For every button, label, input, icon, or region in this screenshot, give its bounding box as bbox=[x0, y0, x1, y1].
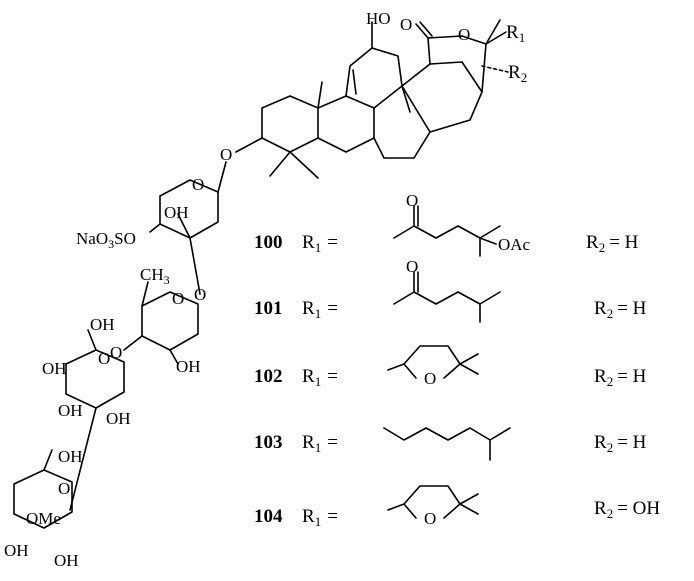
sugar-2-link bbox=[123, 335, 143, 351]
r2-eq: R2= H bbox=[586, 232, 639, 255]
ring-o-label: O bbox=[458, 25, 470, 44]
r1-eq: R1= bbox=[302, 506, 338, 529]
sugar-4-oh-top: OH bbox=[58, 447, 83, 466]
r1-eq: R1= bbox=[302, 232, 338, 255]
r2-eq: R2= H bbox=[594, 432, 647, 455]
compound-103: 103 R1= R2= H bbox=[254, 427, 647, 461]
triterpene-core: HO O O R1 R2 O bbox=[220, 9, 527, 179]
r1-structure-101 bbox=[393, 271, 501, 323]
r2-bond bbox=[481, 65, 509, 73]
ring-o-label: O bbox=[424, 369, 436, 388]
sugar-4-oh-left: OH bbox=[4, 541, 29, 560]
r2-eq: R2= OH bbox=[594, 498, 660, 521]
r1-eq: R1= bbox=[302, 432, 338, 455]
ring-o-label: O bbox=[424, 509, 436, 528]
r2-label: R2 bbox=[508, 62, 527, 85]
sugar-1-down bbox=[189, 237, 201, 295]
oxo-label: O bbox=[406, 191, 418, 210]
ring-e-upper bbox=[427, 35, 487, 93]
sugar-1-so3 bbox=[149, 223, 161, 233]
sugar-3-link bbox=[69, 407, 97, 511]
methyl-2 bbox=[401, 85, 411, 113]
compound-102: 102 R1= O R2= H bbox=[254, 345, 647, 389]
r1-structure-100 bbox=[393, 205, 501, 257]
ring-d bbox=[373, 85, 431, 159]
compound-100: 100 R1= O OAc R2= H bbox=[254, 191, 639, 257]
compound-number: 103 bbox=[254, 432, 283, 453]
r1-structure-104 bbox=[387, 485, 479, 519]
sugar-2-oh-label: OH bbox=[176, 357, 201, 376]
ring-b bbox=[317, 95, 375, 153]
sugar-2-oh bbox=[169, 349, 179, 365]
sugar-chain: O OH NaO3SO O CH3 O OH O OH O OH OH OH O… bbox=[4, 161, 227, 570]
ch3-label: CH3 bbox=[140, 265, 170, 287]
hydroxyl-label: HO bbox=[366, 9, 391, 28]
r1-bond bbox=[485, 31, 507, 45]
compound-101: 101 R1= O R2= H bbox=[254, 257, 647, 323]
sugar-1-link bbox=[217, 161, 227, 193]
sugar-2-ch3 bbox=[141, 281, 149, 307]
methyl-1 bbox=[317, 81, 323, 109]
compound-number: 100 bbox=[254, 232, 283, 253]
r1-label: R1 bbox=[506, 22, 525, 45]
methyl-3 bbox=[269, 151, 291, 177]
sugar-3-oh-right: OH bbox=[106, 409, 131, 428]
double-bond bbox=[352, 69, 357, 95]
oxo-label: O bbox=[406, 257, 418, 276]
sugar-4-oh-right: OH bbox=[54, 551, 79, 570]
ring-a bbox=[261, 95, 319, 153]
sugar-link-o-1: O bbox=[194, 285, 206, 304]
sugar-1-oh-label: OH bbox=[164, 203, 189, 222]
compound-number: 104 bbox=[254, 506, 283, 527]
carbonyl-o-label: O bbox=[400, 15, 412, 34]
r1-eq: R1= bbox=[302, 298, 338, 321]
methyl-5 bbox=[485, 19, 501, 45]
r2-eq: R2= H bbox=[594, 366, 647, 389]
sugar-3-o: O bbox=[98, 349, 110, 368]
sugar-3-ch2 bbox=[87, 329, 97, 351]
compound-104: 104 R1= O R2= OH bbox=[254, 485, 660, 529]
r1-structure-103 bbox=[383, 427, 511, 461]
carbonyl bbox=[415, 23, 429, 39]
sugar-1-o: O bbox=[192, 175, 204, 194]
sugar-4-o: O bbox=[58, 479, 70, 498]
sugar-4-ch2 bbox=[43, 449, 53, 471]
r1-eq: R1= bbox=[302, 366, 338, 389]
methyl-4 bbox=[289, 151, 319, 179]
sugar-3-oh-left: OH bbox=[42, 359, 67, 378]
ring-e bbox=[401, 61, 483, 133]
compound-number: 102 bbox=[254, 366, 283, 387]
sugar-2-ring bbox=[141, 291, 199, 351]
compound-number: 101 bbox=[254, 298, 283, 319]
sugar-1-oh bbox=[177, 213, 191, 239]
ome-label: OMe bbox=[26, 509, 61, 528]
sugar-3-oh-top: OH bbox=[90, 315, 115, 334]
glycoside-bond bbox=[235, 137, 263, 153]
oac-label: OAc bbox=[498, 235, 531, 254]
sugar-3-oh-bottom: OH bbox=[58, 401, 83, 420]
compound-list: 100 R1= O OAc R2= H 101 R1= O R2= H 102 … bbox=[254, 191, 660, 529]
r2-eq: R2= H bbox=[594, 298, 647, 321]
r1-structure-102 bbox=[387, 345, 479, 379]
nao3so-label: NaO3SO bbox=[76, 229, 136, 251]
sugar-2-o: O bbox=[172, 289, 184, 308]
sugar-3-ring bbox=[65, 349, 125, 409]
carbonyl-2 bbox=[419, 21, 433, 37]
ring-c bbox=[345, 47, 403, 109]
glycosidic-o-label: O bbox=[220, 145, 232, 164]
